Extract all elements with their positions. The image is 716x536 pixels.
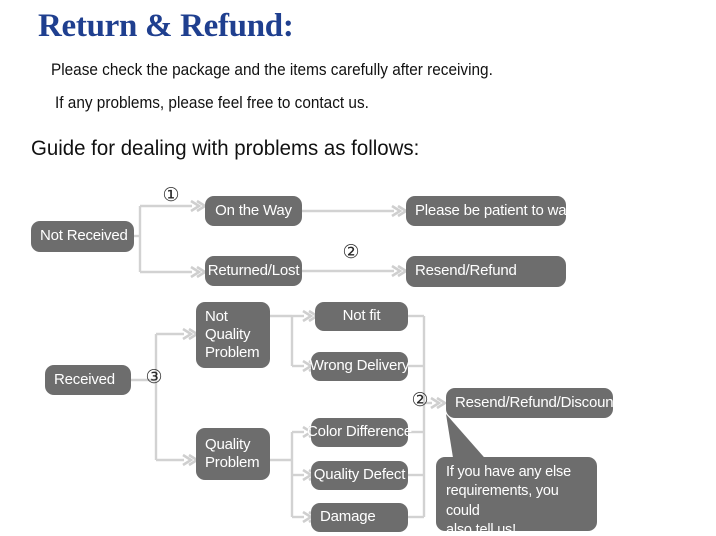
marker-step-1: ① bbox=[162, 185, 180, 206]
node-received[interactable]: Received bbox=[45, 365, 131, 395]
page-title: Return & Refund: bbox=[38, 8, 294, 44]
intro-line-2: If any problems, please feel free to con… bbox=[55, 94, 369, 112]
guide-heading: Guide for dealing with problems as follo… bbox=[31, 136, 420, 160]
node-damage[interactable]: Damage bbox=[311, 503, 408, 532]
node-please-be-patient-to-wait[interactable]: Please be patient to wait bbox=[406, 196, 574, 226]
node-wrong-delivery[interactable]: Wrong Delivery bbox=[310, 352, 409, 381]
node-resend-refund-discount[interactable]: Resend/Refund/Discount bbox=[446, 388, 618, 418]
marker-step-3: ③ bbox=[145, 367, 163, 388]
node-not-fit[interactable]: Not fit bbox=[315, 302, 408, 331]
node-quality-defect[interactable]: Quality Defect bbox=[311, 461, 408, 490]
intro-line-1: Please check the package and the items c… bbox=[51, 61, 493, 79]
node-not-quality-problem[interactable]: Not Quality Problem bbox=[196, 302, 270, 368]
node-returned-lost[interactable]: Returned/Lost bbox=[205, 256, 302, 286]
node-quality-problem[interactable]: Quality Problem bbox=[196, 428, 270, 480]
node-not-received[interactable]: Not Received bbox=[31, 221, 134, 252]
node-resend-refund[interactable]: Resend/Refund bbox=[406, 256, 566, 287]
callout-bubble: If you have any else requirements, you c… bbox=[436, 457, 597, 536]
marker-step-2-bottom: ② bbox=[411, 390, 429, 411]
node-on-the-way[interactable]: On the Way bbox=[205, 196, 302, 226]
callout-tail bbox=[446, 414, 490, 464]
marker-step-2-top: ② bbox=[342, 242, 360, 263]
node-color-difference[interactable]: Color Difference bbox=[307, 418, 412, 447]
